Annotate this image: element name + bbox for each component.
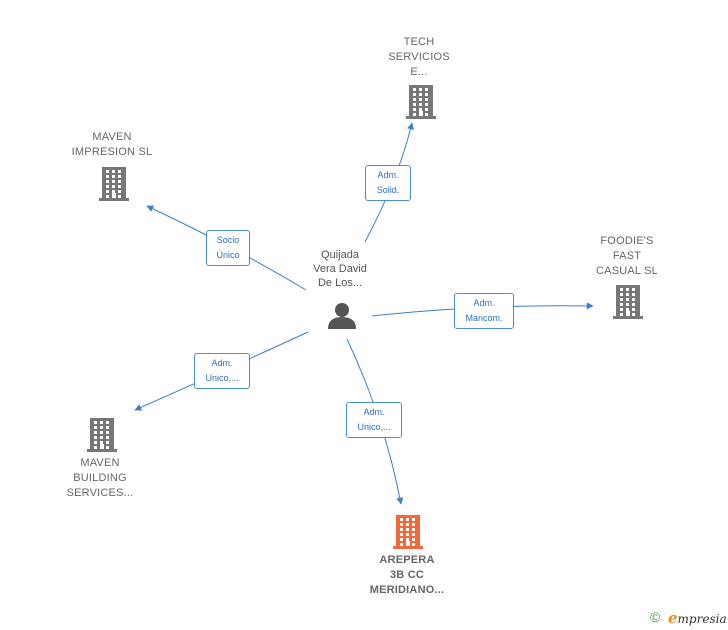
brand-logo: empresia: [668, 609, 727, 627]
copyright-icon: ©: [650, 609, 661, 625]
label-line: BUILDING: [73, 472, 127, 484]
label-line: MAVEN: [80, 457, 120, 469]
label-line: Único: [216, 250, 240, 260]
label-line: Unico,...: [357, 422, 391, 432]
building-icon: [613, 285, 643, 319]
label-line: Adm.: [211, 358, 233, 368]
company-name-tech[interactable]: TECH SERVICIOS E...: [374, 35, 464, 80]
label-line: Quijada: [321, 249, 359, 261]
edge-label-maven-building[interactable]: Adm. Unico,...: [194, 353, 250, 389]
label-line: MERIDIANO...: [369, 584, 445, 596]
brand-footer: © empresia: [650, 609, 728, 629]
label-line: Adm.: [473, 298, 495, 308]
building-icon: [87, 418, 117, 452]
edge-label-arepera[interactable]: Adm. Unico,...: [346, 402, 402, 438]
label-line: FAST: [612, 250, 642, 262]
edge-label-tech[interactable]: Adm. Solid.: [365, 165, 411, 201]
label-line: Adm.: [377, 170, 399, 180]
label-line: AREPERA: [379, 554, 435, 566]
label-line: Mancom.: [465, 313, 503, 323]
label-line: SERVICIOS: [388, 51, 450, 63]
label-line: CASUAL SL: [596, 265, 658, 277]
label-line: TECH: [403, 36, 435, 48]
edge-label-foodies[interactable]: Adm. Mancom.: [454, 293, 514, 329]
label-line: Socio: [216, 235, 240, 245]
building-icon: [393, 515, 423, 549]
label-line: De Los...: [317, 277, 363, 289]
person-icon: [328, 303, 356, 329]
label-line: Unico,...: [205, 373, 239, 383]
label-line: SERVICES...: [66, 487, 134, 499]
building-icon: [406, 85, 436, 119]
label-line: Vera David: [313, 263, 367, 275]
label-line: E...: [410, 66, 428, 78]
label-line: MAVEN: [92, 131, 132, 143]
company-name-maven-building[interactable]: MAVEN BUILDING SERVICES...: [55, 456, 145, 501]
company-name-maven-impresion[interactable]: MAVEN IMPRESION SL: [57, 130, 167, 160]
label-line: FOODIE'S: [600, 235, 654, 247]
label-line: IMPRESION SL: [71, 146, 153, 158]
label-line: Adm.: [363, 407, 385, 417]
label-line: Solid.: [376, 185, 400, 195]
company-name-foodies[interactable]: FOODIE'S FAST CASUAL SL: [582, 234, 672, 279]
company-name-arepera[interactable]: AREPERA 3B CC MERIDIANO...: [352, 553, 462, 598]
building-icon: [99, 167, 129, 201]
label-line: 3B CC: [389, 569, 424, 581]
